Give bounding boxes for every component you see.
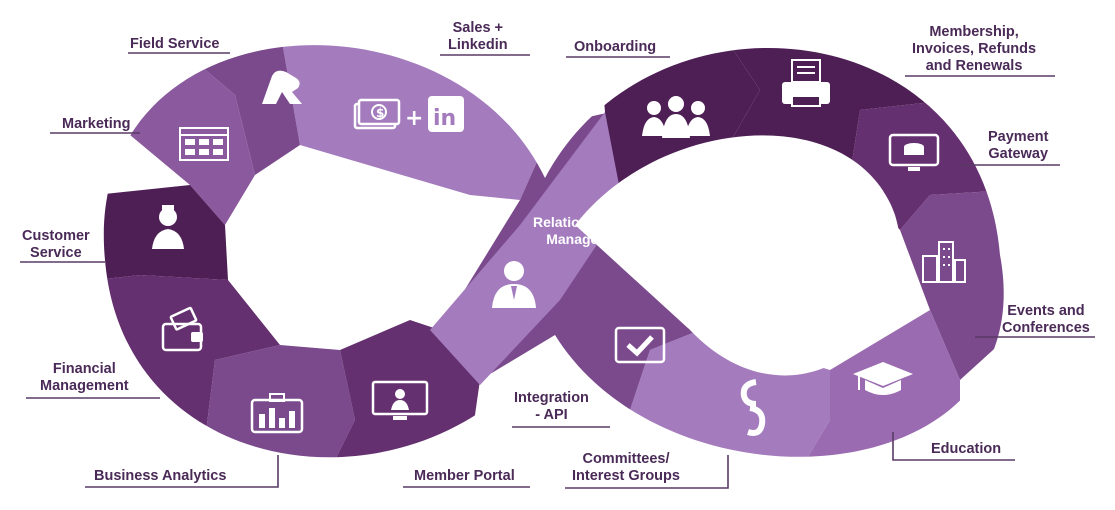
sales-linkedin-line1: Sales +: [452, 20, 503, 36]
label-field-service: Field Service: [130, 36, 219, 53]
label-education: Education: [931, 441, 1001, 458]
leader-committees: [565, 455, 729, 489]
relationship-manager-line1: Relationship: [532, 214, 617, 230]
team-people-icon: [642, 96, 710, 138]
label-sales-linkedin: Sales + Linkedin: [448, 20, 508, 54]
label-events: Events and Conferences: [1002, 303, 1090, 337]
payment-gateway-line2: Gateway: [988, 146, 1049, 162]
segment-relationship-manager: [430, 112, 660, 385]
female-agent-icon: [152, 205, 184, 249]
business-analytics-text: Business Analytics: [94, 468, 227, 484]
field-service-text: Field Service: [130, 36, 220, 52]
leader-business-analytics: [85, 455, 279, 488]
onboarding-text: Onboarding: [574, 39, 657, 55]
label-payment-gateway: Payment Gateway: [988, 129, 1048, 163]
money-plus-linkedin-icon: $ + in: [353, 96, 464, 132]
browser-window-icon: [179, 127, 229, 161]
label-onboarding: Onboarding: [574, 39, 656, 56]
committees-line1: Committees/: [582, 451, 670, 467]
chain-link-icon: [740, 379, 766, 436]
label-financial-management: Financial Management: [40, 361, 129, 395]
education-text: Education: [931, 441, 1002, 457]
integration-api-line1: Integration: [514, 390, 589, 406]
svg-text:$: $: [376, 106, 384, 120]
bar-chart-briefcase-icon: [250, 393, 304, 434]
city-buildings-icon: [922, 241, 966, 283]
leader-lines: [20, 52, 1095, 489]
sales-linkedin-line2: Linkedin: [448, 37, 508, 53]
label-integration-api: Integration - API: [514, 390, 589, 424]
printer-invoice-icon: [782, 59, 830, 107]
svg-text:in: in: [433, 106, 456, 131]
customer-service-line1: Customer: [22, 228, 90, 244]
label-member-portal: Member Portal: [414, 468, 515, 485]
manager-icon: [492, 261, 536, 308]
leader-education: [892, 432, 1015, 461]
relationship-manager-line2: Manager: [546, 231, 604, 247]
marketing-text: Marketing: [62, 116, 131, 132]
label-membership: Membership, Invoices, Refunds and Renewa…: [912, 24, 1036, 75]
customer-service-line2: Service: [30, 245, 82, 261]
segment-business-analytics: [205, 345, 355, 458]
segment-member-portal: [330, 320, 480, 458]
label-marketing: Marketing: [62, 116, 131, 133]
segment-events: [900, 190, 1004, 380]
svg-text:+: +: [405, 106, 423, 131]
label-committees: Committees/ Interest Groups: [572, 451, 680, 485]
integration-api-line2: - API: [535, 407, 568, 423]
events-line1: Events and: [1007, 303, 1085, 319]
relationship-manager-label: Relationship Manager: [520, 214, 630, 248]
committees-line2: Interest Groups: [572, 468, 680, 484]
segment-committees: [630, 330, 830, 458]
membership-line1: Membership,: [929, 24, 1019, 40]
label-business-analytics: Business Analytics: [94, 468, 226, 485]
monitor-user-icon: [371, 380, 429, 420]
membership-line2: Invoices, Refunds: [912, 41, 1037, 57]
financial-management-line2: Management: [40, 378, 129, 394]
membership-line3: and Renewals: [925, 58, 1023, 74]
field-service-icon: [262, 70, 302, 104]
payment-gateway-line1: Payment: [988, 129, 1049, 145]
monitor-coins-icon: [888, 133, 940, 171]
wallet-icon: [161, 306, 203, 352]
member-portal-text: Member Portal: [414, 468, 515, 484]
graduation-cap-icon: [853, 362, 913, 395]
events-line2: Conferences: [1002, 320, 1090, 336]
icons: $ + in: [152, 59, 966, 436]
financial-management-line1: Financial: [52, 361, 116, 377]
checkbox-monitor-icon: [614, 326, 666, 364]
label-customer-service: Customer Service: [22, 228, 90, 262]
